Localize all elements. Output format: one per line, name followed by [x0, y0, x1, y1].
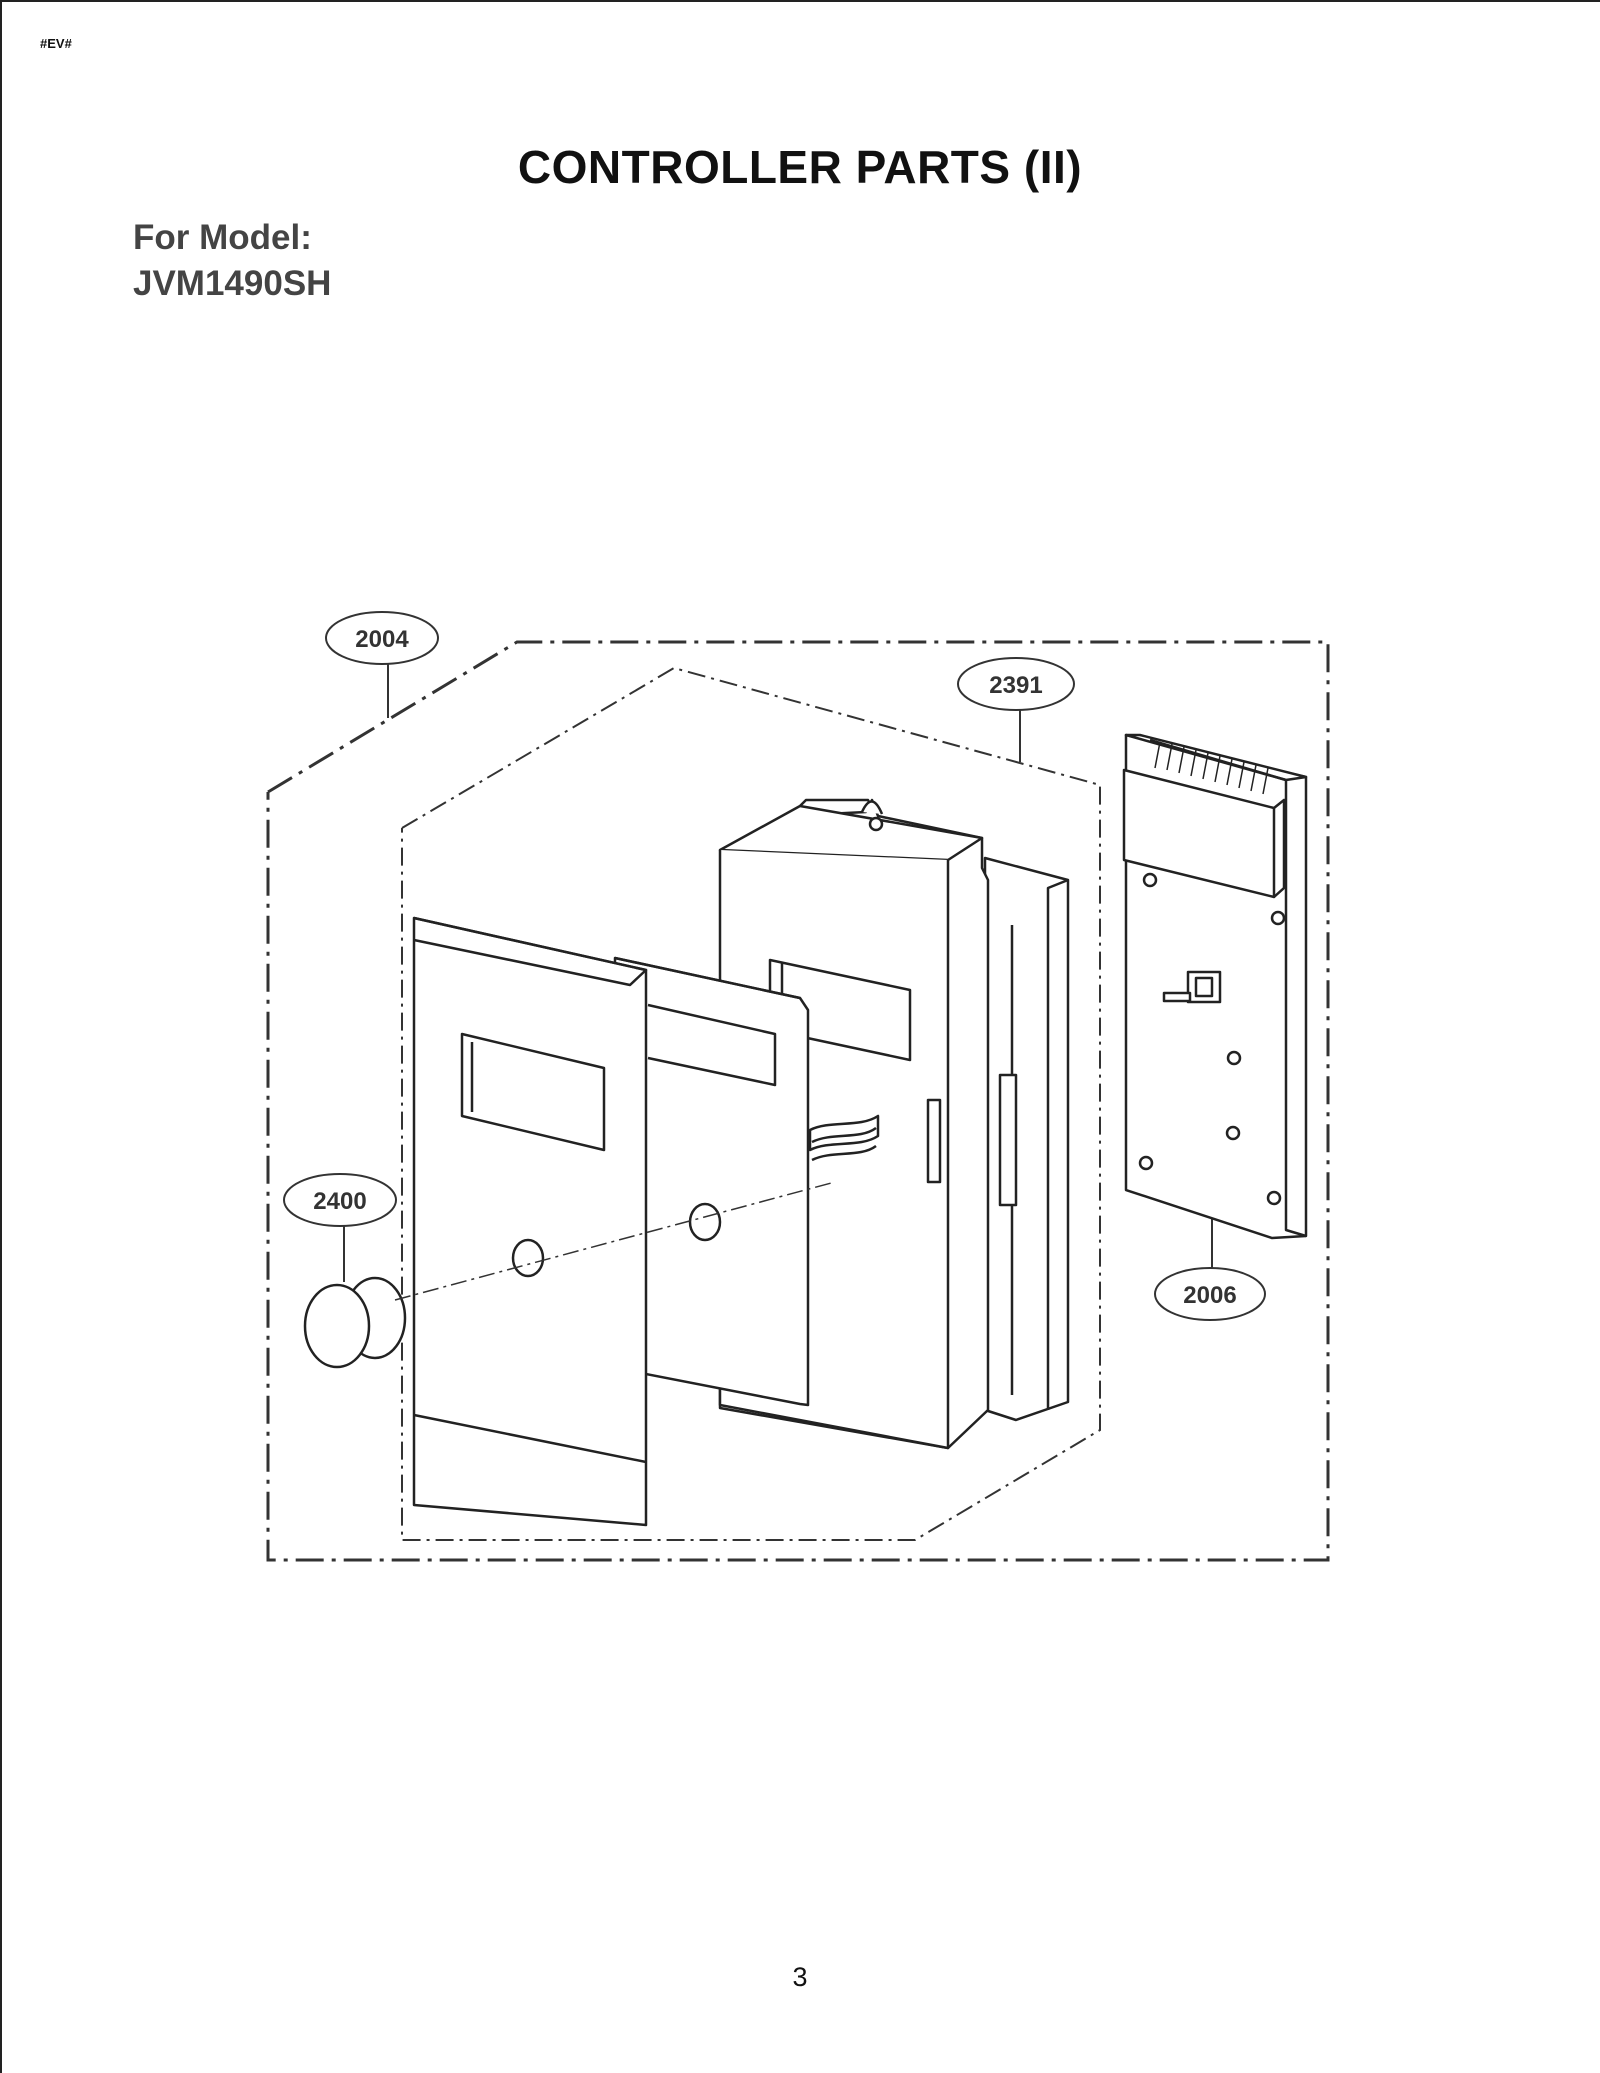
knob	[303, 1276, 407, 1369]
callout-label-2006: 2006	[1183, 1282, 1236, 1309]
front-control-panel	[412, 916, 648, 1527]
callout-label-2004: 2004	[355, 626, 409, 653]
page-number: 3	[792, 1962, 808, 1992]
callout-2391: 2391	[957, 657, 1075, 762]
knob-axis-line	[394, 1181, 836, 1301]
callout-label-2400: 2400	[313, 1188, 366, 1215]
callout-2400: 2400	[283, 1173, 397, 1282]
model-name: JVM1490SH	[133, 264, 332, 303]
outer-assembly-boundary	[266, 640, 1330, 1562]
rear-housing	[983, 856, 1070, 1422]
document-code: #EV#	[40, 36, 72, 51]
callout-label-2391: 2391	[989, 672, 1042, 699]
callout-2004: 2004	[325, 611, 439, 718]
inner-assembly-boundary	[401, 666, 1101, 1541]
callout-2006: 2006	[1154, 1216, 1266, 1321]
page-title: CONTROLLER PARTS (II)	[517, 141, 1083, 193]
model-label: For Model:	[133, 218, 312, 257]
pcb-board	[1122, 733, 1308, 1240]
